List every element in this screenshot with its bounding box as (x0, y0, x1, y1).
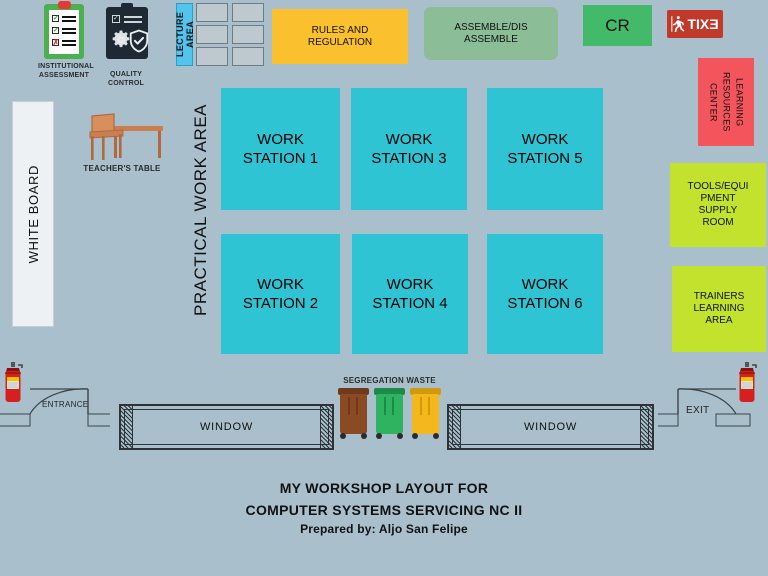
quality-control-item: ✓ QUALITY CONTROL (94, 3, 158, 87)
room-trainers-learning-area[interactable]: TRAINERS LEARNING AREA (672, 266, 766, 352)
waste-bins-group (338, 388, 442, 440)
yellow-bin (410, 388, 441, 440)
window-left-label: WINDOW (199, 421, 254, 433)
rules-line1: RULES AND (311, 24, 369, 36)
trainers-line2: LEARNING (693, 303, 745, 314)
tools-line3: SUPPLY (698, 205, 738, 216)
lecture-desk (232, 25, 264, 44)
entrance-door[interactable]: ENTRANCE (0, 388, 117, 428)
window-corner-ornament (119, 404, 133, 450)
gear-icon (110, 29, 132, 51)
lrc-line3: CENTER (708, 82, 719, 122)
tools-line1: TOOLS/EQUI (687, 181, 749, 192)
window-right-label: WINDOW (523, 421, 578, 433)
room-assemble-disassemble[interactable]: ASSEMBLE/DIS ASSEMBLE (424, 7, 558, 60)
room-cr[interactable]: CR (583, 5, 652, 46)
institutional-assessment-label: INSTITUTIONAL ASSESSMENT (38, 63, 94, 79)
segregation-waste-label: SEGREGATION WASTE (343, 375, 436, 385)
prepared-by: Prepared by: Aljo San Felipe (300, 522, 468, 536)
title-line-1: MY WORKSHOP LAYOUT FOR (279, 480, 489, 496)
teachers-table-item: TEACHER'S TABLE (78, 108, 166, 178)
tools-line4: ROOM (702, 217, 734, 228)
institutional-assessment-item: ✓ ✓ ✗ INSTITUTIONAL ASSESSMENT (38, 1, 94, 84)
exit-door-label: EXIT (686, 405, 710, 416)
assemble-line1: ASSEMBLE/DIS (454, 21, 528, 33)
lecture-desk (232, 47, 264, 66)
fire-extinguisher-right-icon (736, 361, 758, 405)
teachers-table-label: TEACHER'S TABLE (83, 164, 161, 173)
lecture-desk (196, 3, 228, 22)
tools-line2: PMENT (700, 193, 736, 204)
window-corner-ornament (447, 404, 461, 450)
window-corner-ornament (640, 404, 654, 450)
clipboard-checklist-icon: ✓ ✓ ✗ (44, 1, 84, 59)
clipboard-gear-shield-icon: ✓ (106, 3, 150, 59)
lecture-desk (196, 47, 228, 66)
lecture-area-band: LECTURE AREA (174, 3, 195, 66)
assemble-line2: ASSEMBLE (464, 33, 518, 45)
window-right: WINDOW (447, 404, 654, 450)
lrc-line2: RESOURCES (721, 72, 732, 132)
lrc-line1: LEARNING (734, 77, 745, 127)
green-bin (374, 388, 405, 440)
lecture-area-label: LECTURE AREA (174, 11, 195, 58)
exit-sign-text: EXIT (687, 16, 719, 32)
lecture-area-desks (196, 3, 266, 66)
window-corner-ornament (320, 404, 334, 450)
running-person-icon (671, 16, 685, 32)
room-rules-and-regulation[interactable]: RULES AND REGULATION (272, 9, 408, 64)
exit-sign-icon: EXIT (667, 10, 723, 38)
white-board: WHITE BOARD (12, 101, 54, 327)
rules-line2: REGULATION (307, 36, 373, 48)
trainers-line1: TRAINERS (693, 291, 745, 302)
fire-extinguisher-left-icon (2, 361, 24, 405)
white-board-label: WHITE BOARD (25, 164, 41, 264)
room-learning-resources-center[interactable]: LEARNING RESOURCES CENTER (698, 58, 754, 146)
quality-control-label: QUALITY CONTROL (107, 71, 144, 87)
desk-and-chair-icon (89, 113, 163, 160)
room-tools-equipment-supply[interactable]: TOOLS/EQUI PMENT SUPPLY ROOM (670, 163, 766, 247)
trainers-line3: AREA (705, 315, 733, 326)
cr-label: CR (605, 15, 630, 35)
practical-work-area-label: PRACTICAL WORK AREA (191, 104, 210, 316)
title-line-2: COMPUTER SYSTEMS SERVICING NC II (245, 502, 523, 518)
lecture-desk (196, 25, 228, 44)
lecture-desk (232, 3, 264, 22)
entrance-label: ENTRANCE (42, 400, 89, 409)
window-left: WINDOW (119, 404, 334, 450)
shield-check-icon (128, 29, 150, 53)
brown-bin (338, 388, 369, 440)
